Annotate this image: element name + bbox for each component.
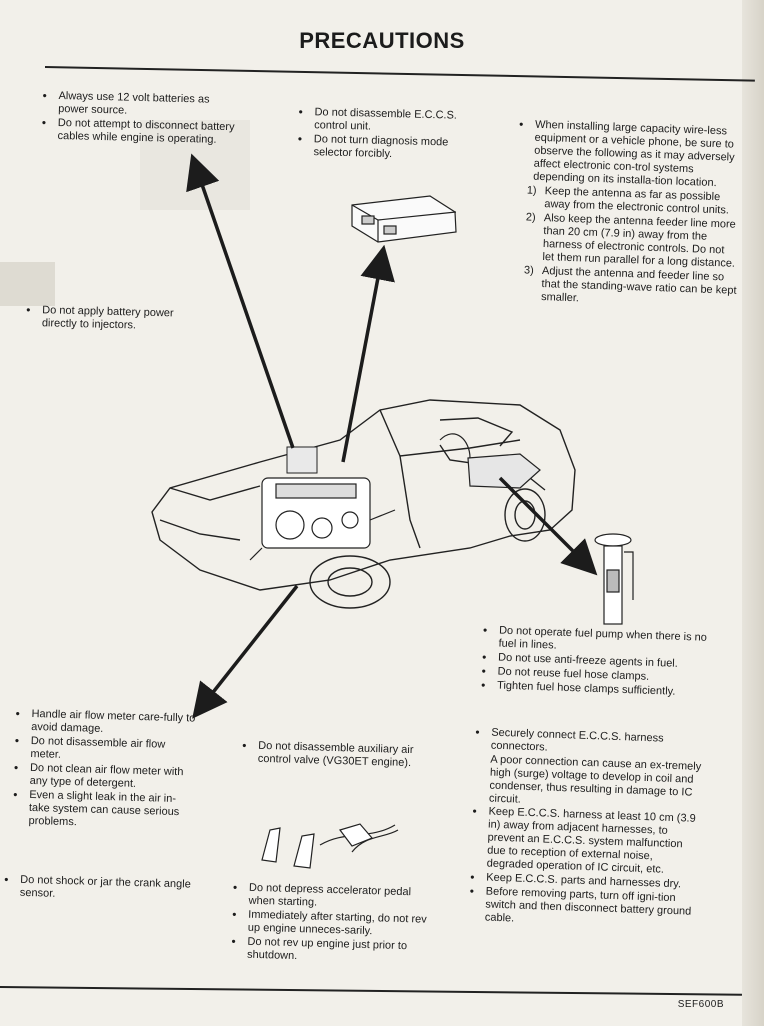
arrow-air-flow-meter: [192, 584, 299, 719]
show-through-tab: [0, 262, 55, 306]
aux-valve-notes: Do not disassemble auxiliary air control…: [242, 739, 433, 771]
note-item: Do not shock or jar the crank angle sens…: [4, 873, 195, 904]
page-edge-shadow: [742, 0, 764, 1026]
radio-step: 2)Also keep the antenna feeder line more…: [525, 211, 736, 270]
figure-code: SEF600B: [677, 999, 724, 1010]
note-item: Do not depress accelerator pedal when st…: [232, 881, 429, 912]
fuel-tank-icon: [439, 433, 541, 489]
note-paragraph: A poor connection can cause an ex-tremel…: [488, 753, 702, 806]
note-item: Do not disassemble E.C.C.S. control unit…: [298, 106, 479, 136]
note-item: Do not turn diagnosis mode selector forc…: [297, 133, 478, 163]
note-item: Always use 12 volt batteries as power so…: [42, 90, 243, 121]
car-body-icon: [151, 399, 576, 609]
note-item: Even a slight leak in the air in-take sy…: [12, 788, 193, 832]
note-item: Immediately after starting, do not rev u…: [232, 908, 429, 939]
engine-icon: [249, 477, 396, 561]
eccs-unit-notes: Do not disassemble E.C.C.S. control unit…: [297, 106, 478, 164]
note-item: Handle air flow meter care-fully to avoi…: [15, 708, 196, 739]
radio-equipment-notes: When installing large capacity wire-less…: [513, 118, 743, 312]
battery-icon: [286, 446, 318, 474]
page-title: PRECAUTIONS: [299, 28, 465, 53]
fuel-pump-notes: Do not operate fuel pump when there is n…: [481, 624, 713, 701]
note-item: When installing large capacity wire-less…: [517, 118, 743, 191]
harness-notes: Securely connect E.C.C.S. harness connec…: [469, 726, 706, 933]
accelerator-notes: Do not depress accelerator pedal when st…: [231, 881, 429, 967]
callout-arrows: [186, 153, 598, 719]
note-item: Do not disassemble air flow meter.: [14, 735, 195, 766]
note-item: Keep E.C.C.S. harness at least 10 cm (3.…: [471, 805, 703, 878]
note-item: Do not clean air flow meter with any typ…: [13, 761, 194, 792]
battery-notes: Always use 12 volt batteries as power so…: [41, 90, 242, 149]
accelerator-pedal-icon: [261, 823, 399, 869]
note-item: Do not attempt to disconnect battery cab…: [41, 117, 242, 148]
crank-angle-notes: Do not shock or jar the crank angle sens…: [4, 873, 195, 905]
note-item: Do not rev up engine just prior to shutd…: [231, 935, 428, 966]
note-item: Do not disassemble auxiliary air control…: [242, 739, 433, 770]
note-item: Do not apply battery power directly to i…: [26, 304, 207, 334]
eccs-control-unit-icon: [351, 195, 457, 243]
radio-step: 3)Adjust the antenna and feeder line so …: [523, 264, 737, 305]
arrow-fuel-pump: [498, 476, 598, 576]
arrow-battery: [186, 153, 295, 449]
note-item: Before removing parts, turn off igni-tio…: [469, 885, 700, 932]
arrow-eccs-unit: [341, 244, 395, 463]
air-flow-meter-notes: Handle air flow meter care-fully to avoi…: [12, 708, 195, 834]
injector-notes: Do not apply battery power directly to i…: [26, 304, 207, 335]
fuel-pump-icon: [594, 533, 634, 625]
